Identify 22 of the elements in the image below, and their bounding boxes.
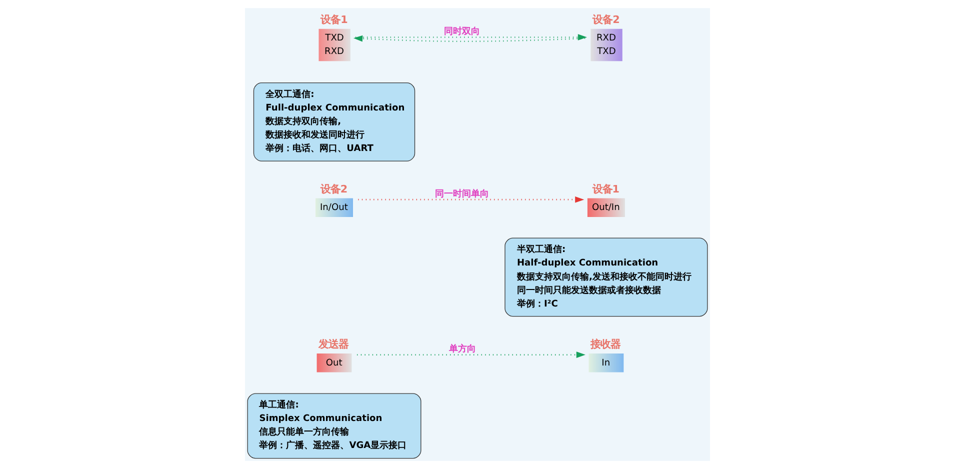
node-label: 设备1 (592, 183, 620, 196)
node-box: Out/In (587, 198, 625, 218)
node-box: In/Out (316, 198, 353, 218)
edge-label: 同时双向 (444, 27, 480, 38)
node-box: 单工通信: Simplex Communication 信息只能单一方向传输 举例：广播、遥控器、VGA显示接口 (247, 393, 422, 459)
node-box: RXD TXD (590, 28, 622, 62)
node-box: In (588, 354, 624, 372)
edge-label: 同一时间单向 (435, 189, 490, 200)
arrow (355, 34, 587, 40)
arrow (357, 352, 586, 358)
node-box: 全双工通信: Full-duplex Communication 数据支持双向传输, 数据接收和发送同时进行 举例：电话、网口、UART (253, 82, 416, 162)
node-label: 设备2 (592, 14, 620, 26)
node-box: TXD RXD (318, 28, 350, 62)
node-label: 发送器 (318, 338, 349, 351)
node-label: 设备1 (320, 14, 348, 26)
node-label: 设备2 (320, 183, 348, 196)
node-box: Out (316, 354, 352, 372)
node-box: 半双工通信: Half-duplex Communication 数据支持双向传输,发送和接收不能同时进行 同一时间只能发送数据或者接收数据 举例：I²C (504, 238, 708, 317)
edge-label: 单方向 (449, 344, 476, 355)
node-label: 接收器 (590, 338, 621, 351)
arrow (358, 196, 584, 203)
arrow (353, 35, 586, 42)
